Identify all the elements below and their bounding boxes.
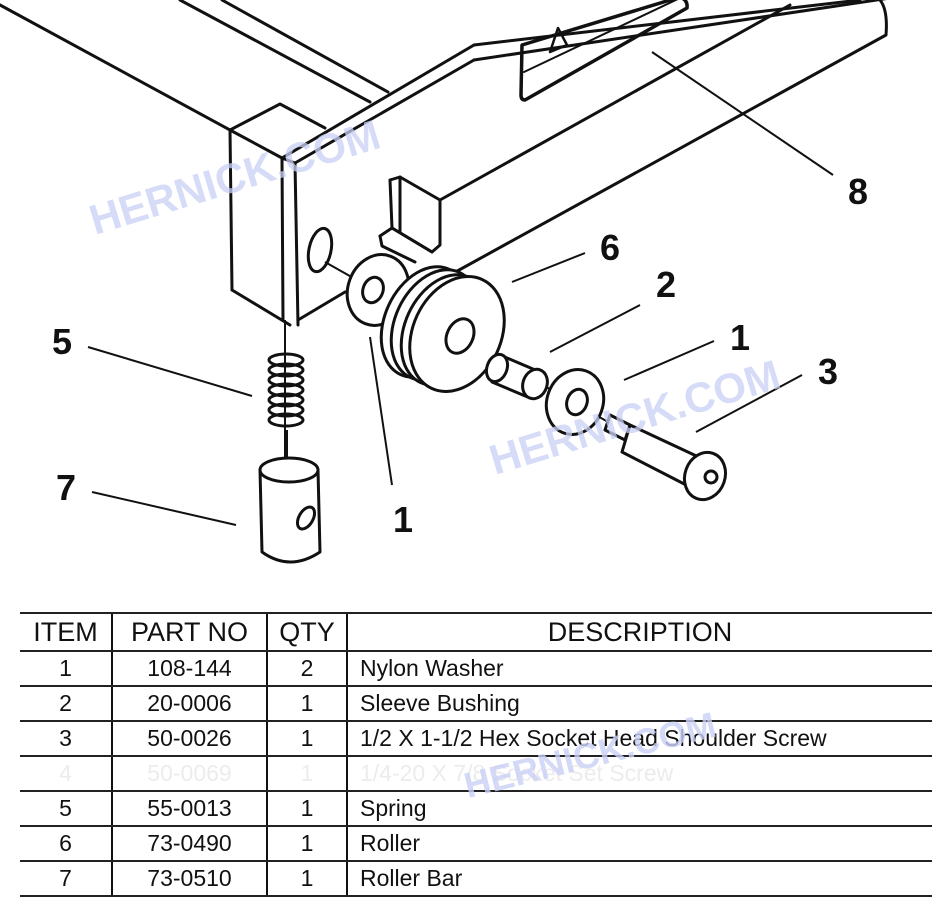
callout-2: 2	[656, 264, 676, 305]
header-qty: QTY	[266, 612, 347, 652]
header-item: ITEM	[20, 612, 112, 652]
callout-5: 5	[52, 321, 72, 362]
cell-qty: 1	[266, 755, 347, 792]
header-description: DESCRIPTION	[346, 612, 932, 652]
table-row: 3 50-0026 1 1/2 X 1-1/2 Hex Socket Head …	[20, 720, 932, 757]
cell-qty: 1	[266, 825, 347, 862]
cell-qty: 1	[266, 685, 347, 722]
table-row: 6 73-0490 1 Roller	[20, 825, 932, 862]
cell-part-no: 108-144	[111, 650, 267, 687]
cell-description: 1/2 X 1-1/2 Hex Socket Head Shoulder Scr…	[346, 720, 932, 757]
callout-3: 3	[818, 351, 838, 392]
cell-description: 1/4-20 X 7/8 Socket Set Screw	[346, 755, 932, 792]
watermark-top: HERNICK.COM	[84, 111, 386, 244]
callout-1-left: 1	[393, 499, 413, 540]
cell-part-no: 20-0006	[111, 685, 267, 722]
cell-description: Roller	[346, 825, 932, 862]
table-row: 7 73-0510 1 Roller Bar	[20, 860, 932, 897]
cell-item: 2	[20, 685, 112, 722]
cell-part-no: 73-0510	[111, 860, 267, 897]
table-row-faded: 4 50-0069 1 1/4-20 X 7/8 Socket Set Scre…	[20, 755, 932, 792]
cell-part-no: 50-0069	[111, 755, 267, 792]
cell-description: Sleeve Bushing	[346, 685, 932, 722]
exploded-diagram: HERNICK.COM	[0, 0, 888, 564]
table-row: 5 55-0013 1 Spring	[20, 790, 932, 827]
table-row: 2 20-0006 1 Sleeve Bushing	[20, 685, 932, 722]
spring	[267, 352, 305, 428]
cell-item: 4	[20, 755, 112, 792]
table-header-row: ITEM PART NO QTY DESCRIPTION	[20, 612, 932, 652]
cell-description: Spring	[346, 790, 932, 827]
cell-qty: 1	[266, 790, 347, 827]
sleeve-bushing	[484, 352, 549, 401]
roller	[379, 265, 506, 393]
cell-description: Roller Bar	[346, 860, 932, 897]
roller-bar-frame	[0, 0, 888, 327]
callout-8: 8	[848, 171, 868, 212]
roller-bar-pin	[258, 456, 322, 564]
cell-item: 6	[20, 825, 112, 862]
callout-6: 6	[600, 227, 620, 268]
cell-item: 3	[20, 720, 112, 757]
cell-part-no: 50-0026	[111, 720, 267, 757]
table-row: 1 108-144 2 Nylon Washer	[20, 650, 932, 687]
cell-item: 7	[20, 860, 112, 897]
cell-part-no: 73-0490	[111, 825, 267, 862]
header-part-no: PART NO	[111, 612, 267, 652]
callout-1-right: 1	[730, 317, 750, 358]
cell-qty: 2	[266, 650, 347, 687]
callout-7: 7	[56, 467, 76, 508]
nylon-washer-right	[544, 368, 606, 436]
cell-item: 5	[20, 790, 112, 827]
parts-table: ITEM PART NO QTY DESCRIPTION 1 108-144 2…	[20, 612, 932, 897]
cell-qty: 1	[266, 720, 347, 757]
cell-qty: 1	[266, 860, 347, 897]
shoulder-screw	[603, 413, 728, 502]
cell-item: 1	[20, 650, 112, 687]
cell-part-no: 55-0013	[111, 790, 267, 827]
cell-description: Nylon Washer	[346, 650, 932, 687]
